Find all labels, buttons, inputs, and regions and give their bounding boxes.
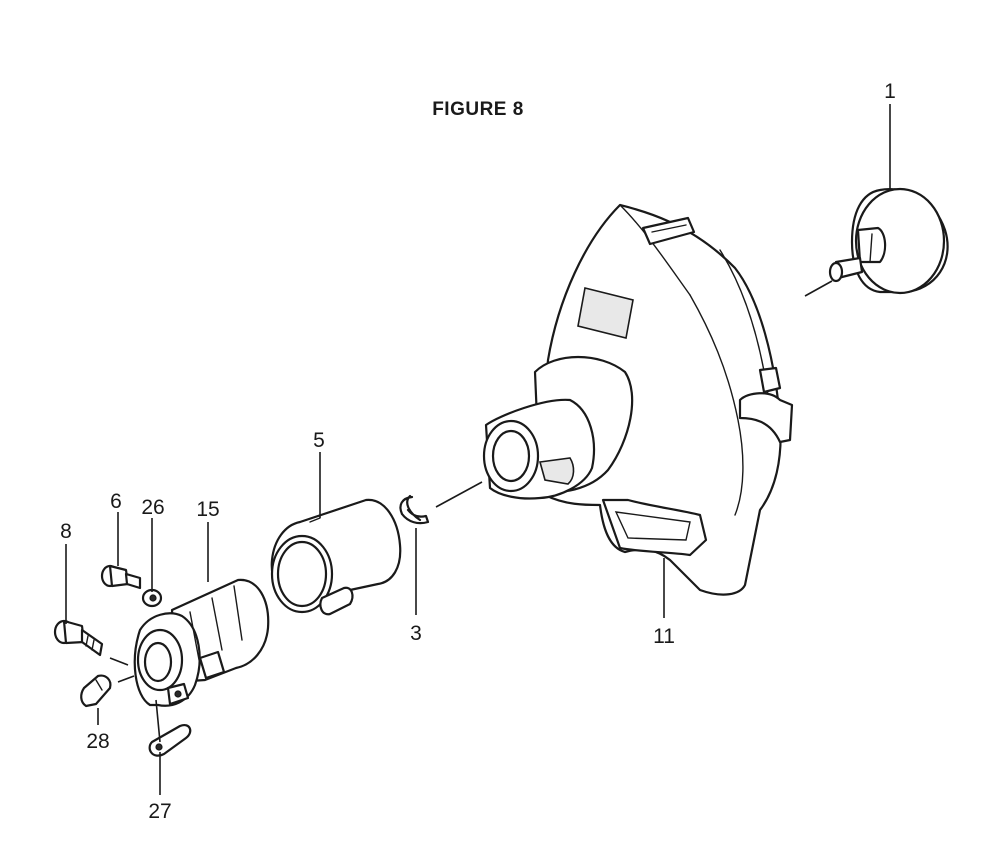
callout-27: 27 bbox=[148, 800, 171, 823]
callout-1: 1 bbox=[884, 80, 896, 103]
callout-3: 3 bbox=[410, 622, 422, 645]
part-5-sleeve bbox=[270, 498, 402, 616]
callout-8: 8 bbox=[60, 520, 72, 543]
leader-11-axis bbox=[435, 481, 483, 508]
callout-11: 11 bbox=[653, 625, 675, 648]
part-1-drum bbox=[828, 187, 949, 295]
part-27-plate bbox=[148, 724, 192, 757]
part-28-key bbox=[80, 674, 112, 708]
callout-6: 6 bbox=[110, 490, 122, 513]
leader-8-axis bbox=[109, 657, 129, 666]
leader-27-upper bbox=[155, 699, 161, 743]
part-11-shield bbox=[482, 203, 794, 596]
callout-5: 5 bbox=[313, 429, 325, 452]
callout-28: 28 bbox=[86, 730, 109, 753]
part-8-knob-bolt bbox=[53, 619, 104, 657]
leader-28-axis bbox=[117, 675, 135, 683]
figure-title: FIGURE 8 bbox=[432, 99, 524, 120]
part-3-circlip bbox=[399, 494, 430, 525]
part-15-clamp bbox=[133, 578, 270, 707]
leader-1-axis bbox=[804, 280, 833, 297]
callout-15: 15 bbox=[196, 498, 219, 521]
part-26-washer bbox=[141, 588, 163, 608]
callout-26: 26 bbox=[141, 496, 164, 519]
part-6-screw bbox=[100, 564, 142, 590]
